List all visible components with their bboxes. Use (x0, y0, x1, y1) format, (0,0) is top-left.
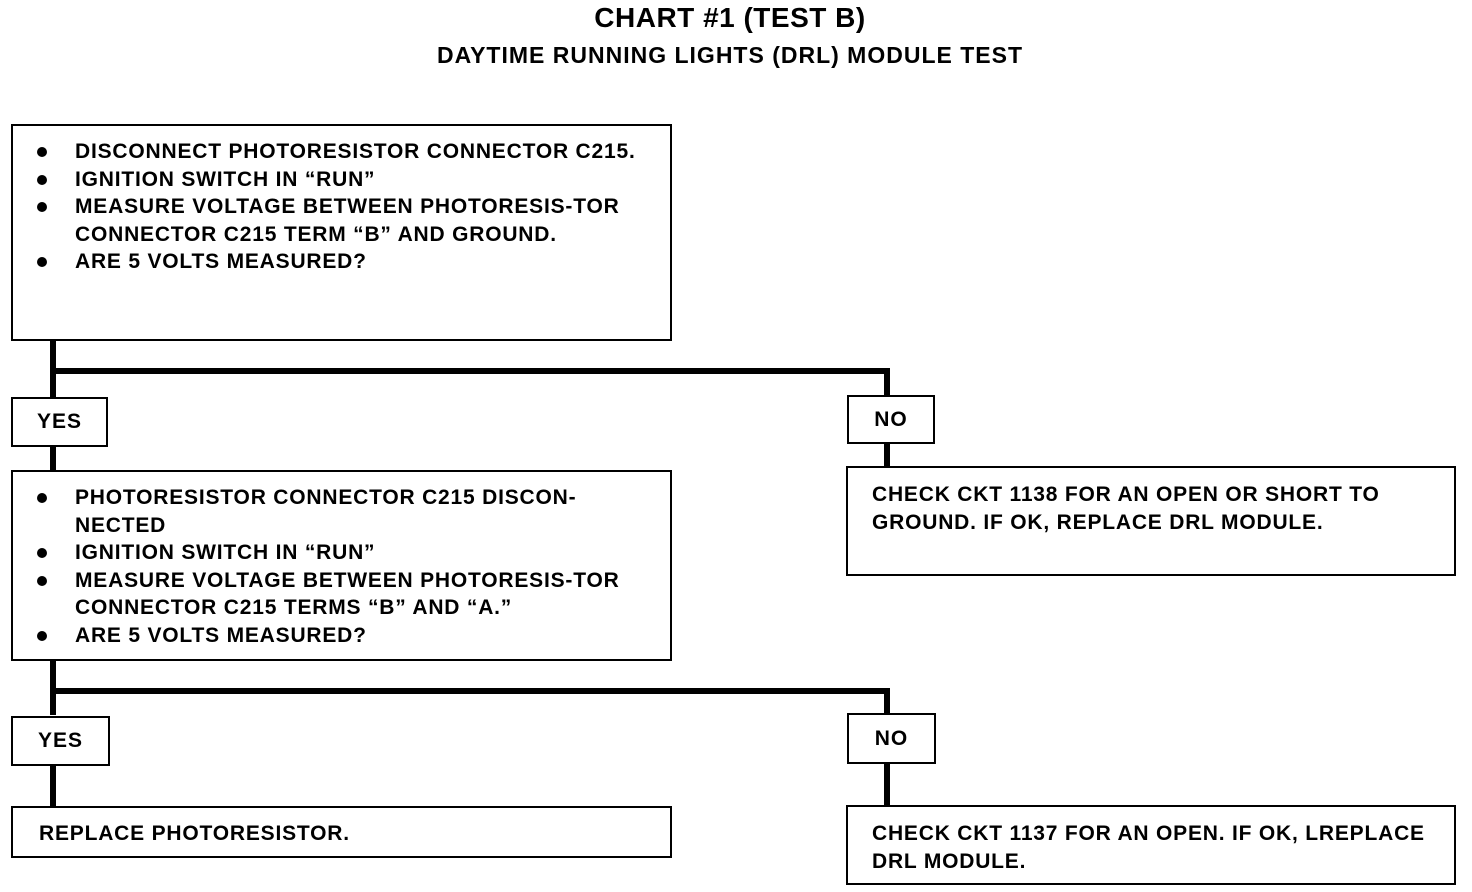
step2-item: ARE 5 VOLTS MEASURED? (13, 622, 656, 650)
branch1-yes-label: YES (11, 397, 108, 447)
branch1-no-label: NO (847, 395, 935, 444)
chart-title: CHART #1 (TEST B) (594, 2, 866, 33)
connector-yes2-down (50, 765, 56, 807)
connector-no1-down (884, 442, 890, 468)
step1-item: IGNITION SWITCH IN “RUN” (13, 166, 656, 194)
step2-item: IGNITION SWITCH IN “RUN” (13, 539, 656, 567)
connector-branch2-no-down (884, 688, 890, 714)
branch2-no-label: NO (847, 713, 936, 764)
result2-yes-text: REPLACE PHOTORESISTOR. (39, 822, 350, 845)
connector-step2-down (50, 659, 56, 715)
result2-no-text: CHECK CKT 1137 FOR AN OPEN. IF OK, LREPL… (872, 822, 1425, 873)
connector-no2-down (884, 762, 890, 806)
result1-no-box: CHECK CKT 1138 FOR AN OPEN OR SHORT TO G… (846, 466, 1456, 576)
connector-branch1-no-down (884, 368, 890, 396)
result1-no-text: CHECK CKT 1138 FOR AN OPEN OR SHORT TO G… (872, 483, 1380, 534)
step2-item: MEASURE VOLTAGE BETWEEN PHOTORESIS-TOR C… (13, 567, 656, 622)
result2-no-box: CHECK CKT 1137 FOR AN OPEN. IF OK, LREPL… (846, 805, 1456, 885)
step2-item: PHOTORESISTOR CONNECTOR C215 DISCON-NECT… (13, 484, 656, 539)
branch2-yes-label: YES (11, 716, 110, 766)
step1-item: ARE 5 VOLTS MEASURED? (13, 248, 656, 276)
step1-item: DISCONNECT PHOTORESISTOR CONNECTOR C215. (13, 138, 656, 166)
step1-item: MEASURE VOLTAGE BETWEEN PHOTORESIS-TOR C… (13, 193, 656, 248)
connector-branch1-horizontal (50, 368, 890, 374)
step1-box: DISCONNECT PHOTORESISTOR CONNECTOR C215.… (11, 124, 672, 341)
connector-yes1-down (50, 445, 56, 471)
result2-yes-box: REPLACE PHOTORESISTOR. (11, 806, 672, 858)
connector-branch2-horizontal (50, 688, 890, 694)
step2-box: PHOTORESISTOR CONNECTOR C215 DISCON-NECT… (11, 470, 672, 661)
chart-subtitle: DAYTIME RUNNING LIGHTS (DRL) MODULE TEST (436, 42, 1024, 68)
